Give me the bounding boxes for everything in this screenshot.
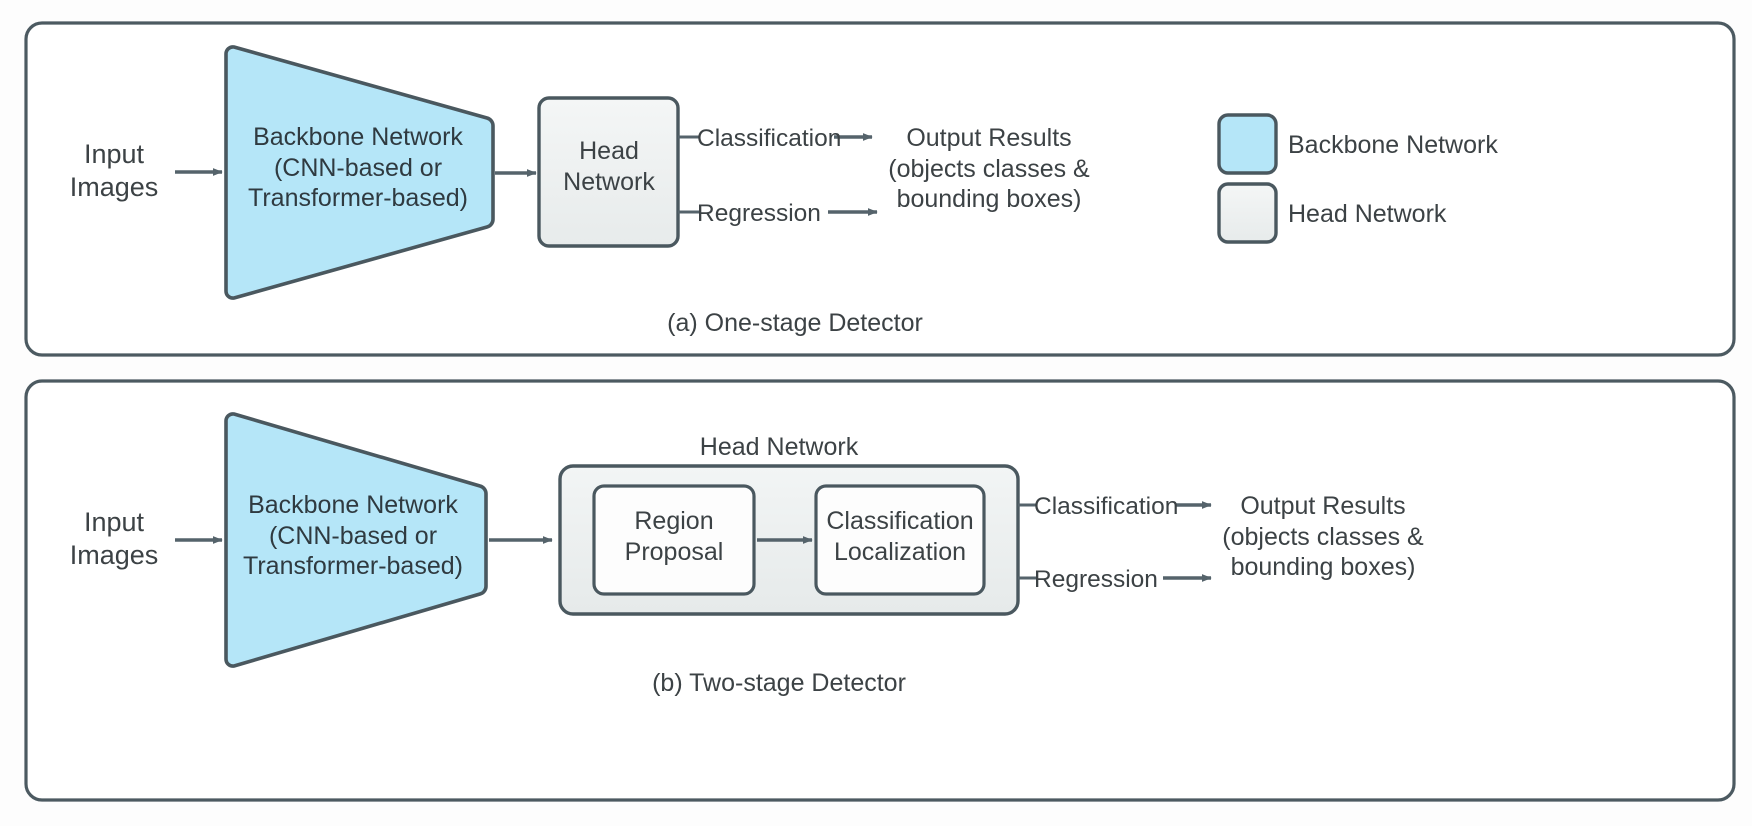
panel-b-backbone-label: Backbone Network (CNN-based or Transform… — [243, 491, 463, 580]
panel-b-caption: (b) Two-stage Detector — [652, 669, 906, 697]
panel-b-backbone-trapezoid — [224, 412, 488, 668]
panel-a-caption: (a) One-stage Detector — [667, 309, 923, 337]
panel-b-region-proposal-box — [592, 484, 756, 596]
panel-b-classification-localization-label: Classification Localization — [826, 507, 974, 566]
panel-b-region-proposal-label: Region Proposal — [624, 507, 724, 566]
panel-a-border — [24, 21, 1736, 357]
panel-a-backbone-label: Backbone Network (CNN-based or Transform… — [248, 123, 468, 212]
panel-b-input-label: Input Images — [69, 507, 159, 570]
panel-a-backbone-trapezoid — [224, 45, 495, 300]
legend-swatch-backbone — [1217, 113, 1278, 175]
panel-a-regression-label: Regression — [697, 200, 821, 227]
panel-a-classification-label: Classification — [697, 125, 842, 152]
panel-b-regression-label: Regression — [1034, 566, 1158, 593]
panel-a-output-label: Output Results (objects classes & boundi… — [888, 124, 1090, 213]
panel-b-head-title: Head Network — [699, 433, 859, 461]
panel-b-classification-label: Classification — [1034, 493, 1179, 520]
legend-swatch-head — [1217, 182, 1278, 244]
legend-label-backbone: Backbone Network — [1288, 131, 1498, 159]
panel-a-head-box — [537, 96, 680, 248]
legend-label-head: Head Network — [1288, 200, 1447, 228]
panel-a-head-label: Head Network — [563, 137, 655, 196]
panel-b-output-label: Output Results (objects classes & boundi… — [1222, 492, 1424, 581]
panel-a-input-label: Input Images — [69, 139, 159, 202]
panel-b-classification-localization-box — [814, 484, 986, 596]
